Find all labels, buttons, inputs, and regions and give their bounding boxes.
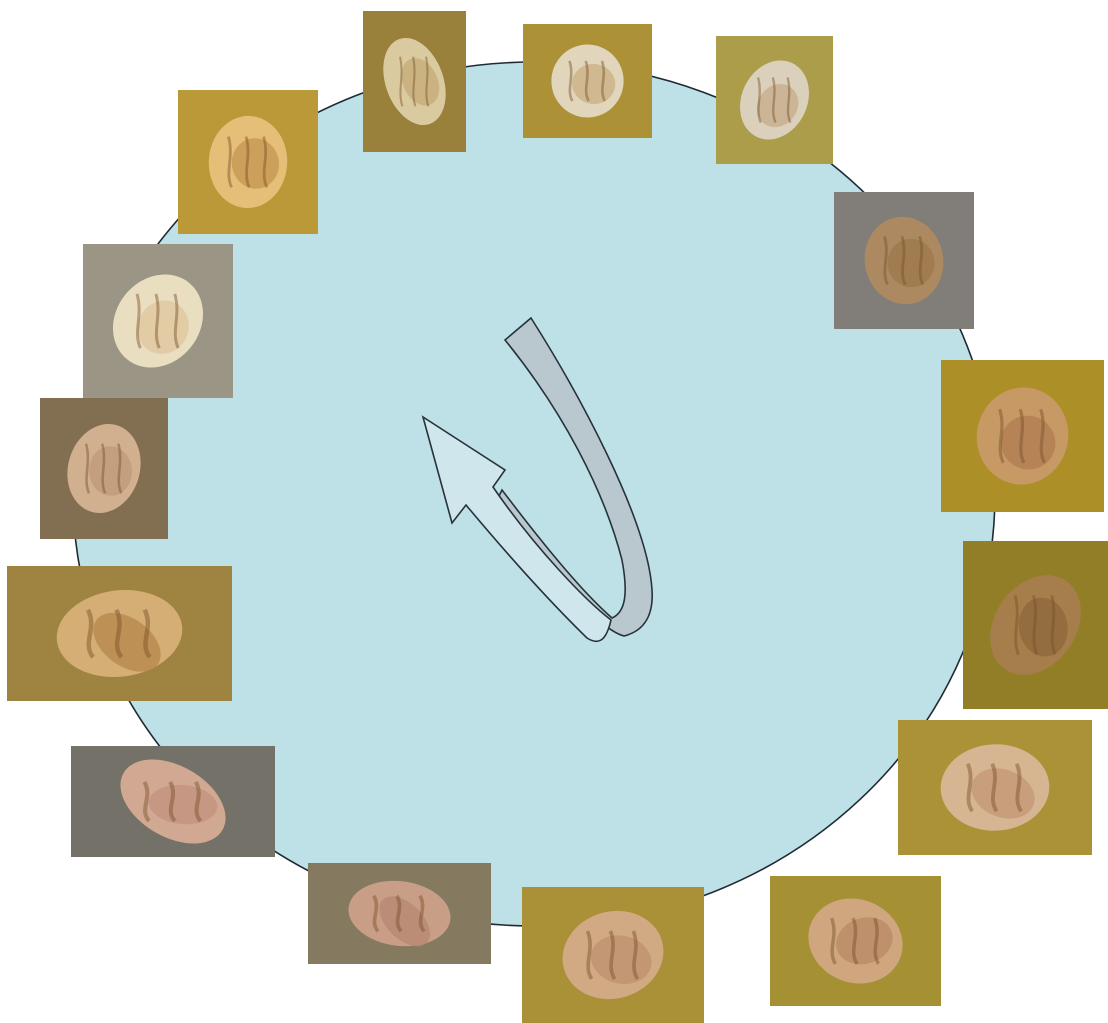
specimen-photo [363, 11, 466, 152]
specimen-photo-icon [898, 720, 1092, 855]
specimen-photo [941, 360, 1104, 512]
specimen-photo [834, 192, 974, 329]
specimen-photo-icon [522, 887, 704, 1023]
specimen-photo-icon [71, 746, 275, 857]
specimen-photo-icon [83, 244, 233, 398]
specimen-photo-icon [523, 24, 652, 138]
specimen-photo-icon [963, 541, 1108, 709]
specimen-photo [963, 541, 1108, 709]
specimen-photo [523, 24, 652, 138]
specimen-photo-icon [363, 11, 466, 152]
specimen-photo-icon [941, 360, 1104, 512]
specimen-photo [898, 720, 1092, 855]
specimen-photo [40, 398, 168, 539]
specimen-photo-icon [7, 566, 232, 701]
specimen-photo [716, 36, 833, 164]
specimen-photo [71, 746, 275, 857]
specimen-photo-icon [178, 90, 318, 234]
specimen-photo [83, 244, 233, 398]
specimen-photo [178, 90, 318, 234]
specimen-photo [7, 566, 232, 701]
specimen-photo-icon [834, 192, 974, 329]
specimen-photo-icon [716, 36, 833, 164]
specimen-photo [770, 876, 941, 1006]
specimen-photo-icon [308, 863, 491, 964]
specimen-photo-icon [40, 398, 168, 539]
specimen-photo-icon [770, 876, 941, 1006]
specimen-photo [308, 863, 491, 964]
specimen-photo [522, 887, 704, 1023]
